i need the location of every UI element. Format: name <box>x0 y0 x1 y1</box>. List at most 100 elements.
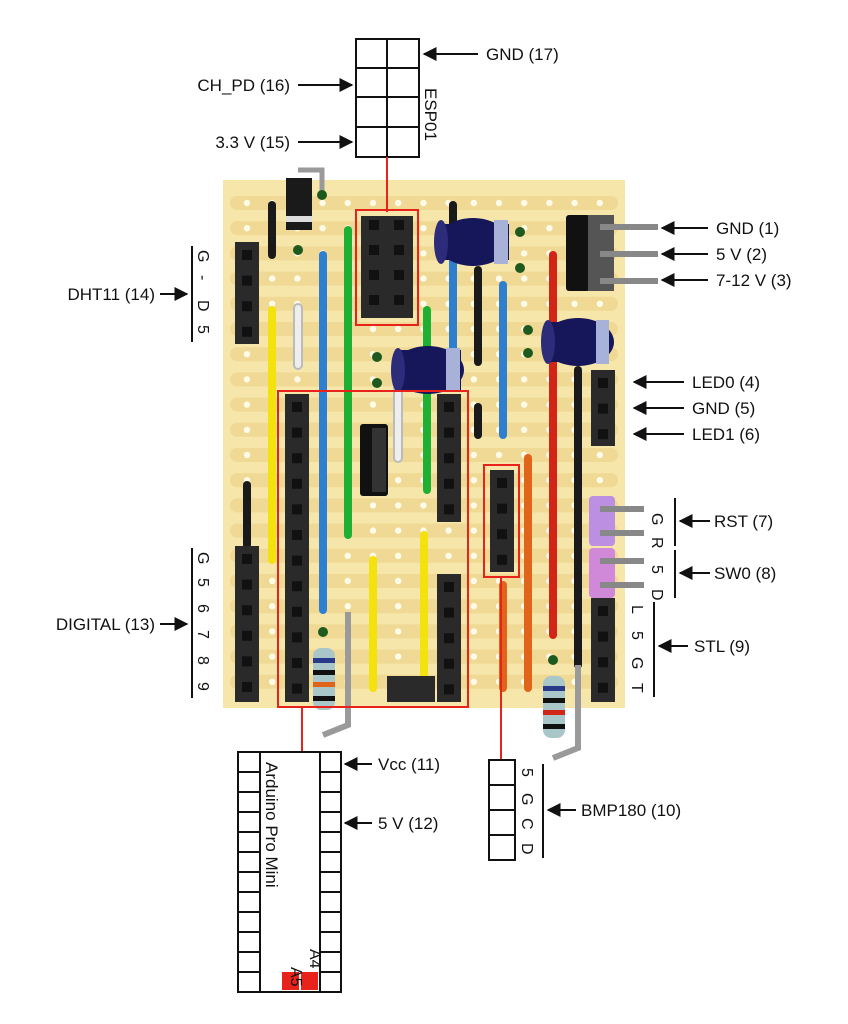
header-pin <box>444 607 454 618</box>
header-pin <box>292 606 302 617</box>
header-pin <box>292 427 302 438</box>
strip-hole <box>369 325 377 333</box>
strip-hole <box>470 678 477 685</box>
strip-hole <box>470 527 477 534</box>
arduino-vcc-label: Vcc (11) <box>378 755 440 774</box>
strip-hole <box>395 325 402 333</box>
header-pin <box>598 403 608 414</box>
strip-hole <box>521 401 528 408</box>
strip-hole <box>395 502 402 509</box>
header-pin <box>242 326 252 337</box>
bmp180-pin-c: C <box>518 818 535 830</box>
strip-hole <box>521 426 528 433</box>
strip-hole <box>521 300 528 307</box>
header-pin <box>369 295 379 305</box>
arduino-a4: A4 <box>306 949 323 969</box>
header-pin <box>394 295 404 305</box>
header-pin <box>369 270 379 280</box>
power-712v-label: 7-12 V (3) <box>716 271 792 290</box>
stl-pin-l: L <box>628 605 645 614</box>
diode-lead <box>298 167 325 195</box>
strip-hole <box>596 199 603 207</box>
strip-hole <box>596 300 603 307</box>
strip-hole <box>294 376 301 383</box>
strip-hole <box>495 199 503 207</box>
strip-hole <box>344 199 351 207</box>
strip-hole <box>470 502 477 509</box>
power-connector <box>566 215 658 291</box>
header-pin <box>292 530 302 540</box>
strip-hole <box>420 300 427 307</box>
arduino-left-header <box>285 394 309 702</box>
strip-hole <box>269 275 276 282</box>
strip-hole <box>546 199 553 207</box>
header-pin <box>369 220 379 230</box>
sw0-button-header <box>589 548 644 598</box>
strip-hole <box>319 225 326 232</box>
header-pin <box>242 630 252 641</box>
bmp180-label: BMP180 (10) <box>581 801 681 820</box>
strip-hole <box>470 376 477 383</box>
sw0-group: 5 D SW0 (8) <box>648 550 776 601</box>
strip-hole <box>521 199 528 207</box>
header-pin <box>444 427 454 438</box>
header-pin <box>444 633 454 644</box>
strip-hole <box>269 577 276 585</box>
strip-hole <box>344 552 351 559</box>
header-pin <box>598 429 608 440</box>
bmp180-pin-5: 5 <box>518 768 535 777</box>
strip-hole <box>395 527 402 534</box>
header-pin <box>369 245 379 255</box>
header-pin <box>292 581 302 592</box>
strip-hole <box>470 451 477 459</box>
esp01-chpd-label: CH_PD (16) <box>197 76 290 95</box>
stl-pin-5: 5 <box>628 631 645 640</box>
strip-hole <box>243 351 251 358</box>
digital-pin-7: 7 <box>194 630 211 639</box>
strip-hole <box>395 628 402 635</box>
strip-hole <box>495 275 503 282</box>
power-labels: GND (1) 5 V (2) 7-12 V (3) <box>660 219 792 290</box>
power-gnd-label: GND (1) <box>716 219 779 238</box>
strip-hole <box>521 250 528 257</box>
header-pin <box>394 220 404 230</box>
power-5v-label: 5 V (2) <box>716 245 767 264</box>
strip-hole <box>521 275 528 282</box>
strip-hole <box>369 502 377 509</box>
bmp180-pin-d: D <box>518 843 535 855</box>
a4-a5-header <box>387 676 435 702</box>
dht11-pin-d: D <box>194 300 211 312</box>
stl-group: L 5 G T STL (9) <box>628 602 750 697</box>
strip-hole <box>294 275 301 282</box>
strip-hole <box>420 275 427 282</box>
strip-hole <box>420 250 427 257</box>
header-pin <box>444 504 454 515</box>
strip-hole <box>243 225 251 232</box>
header-pin <box>444 658 454 669</box>
digital-pin-8: 8 <box>194 656 211 665</box>
strip-hole <box>243 426 251 433</box>
resistor-lead <box>551 665 581 761</box>
header-pin <box>242 554 252 564</box>
strip-hole <box>470 552 477 559</box>
header-pin <box>242 605 252 616</box>
highlight-boxes <box>277 209 520 708</box>
strip-hole <box>395 477 402 484</box>
strip-hole <box>571 300 578 307</box>
strip-hole <box>369 401 377 408</box>
digital-pin-9: 9 <box>194 682 211 691</box>
header-pin <box>394 245 404 255</box>
led1-label: LED1 (6) <box>692 425 760 444</box>
header-pin <box>497 478 507 488</box>
rst-button-header <box>589 496 644 546</box>
header-pin <box>497 529 507 540</box>
strip-hole <box>344 603 351 610</box>
header-pin <box>598 378 608 388</box>
strip-hole <box>596 451 603 459</box>
strip-hole <box>243 451 251 459</box>
resistor-lead <box>321 612 351 738</box>
strip-hole <box>243 401 251 408</box>
dht11-pin-5: 5 <box>194 325 211 334</box>
strip-hole <box>445 527 452 534</box>
